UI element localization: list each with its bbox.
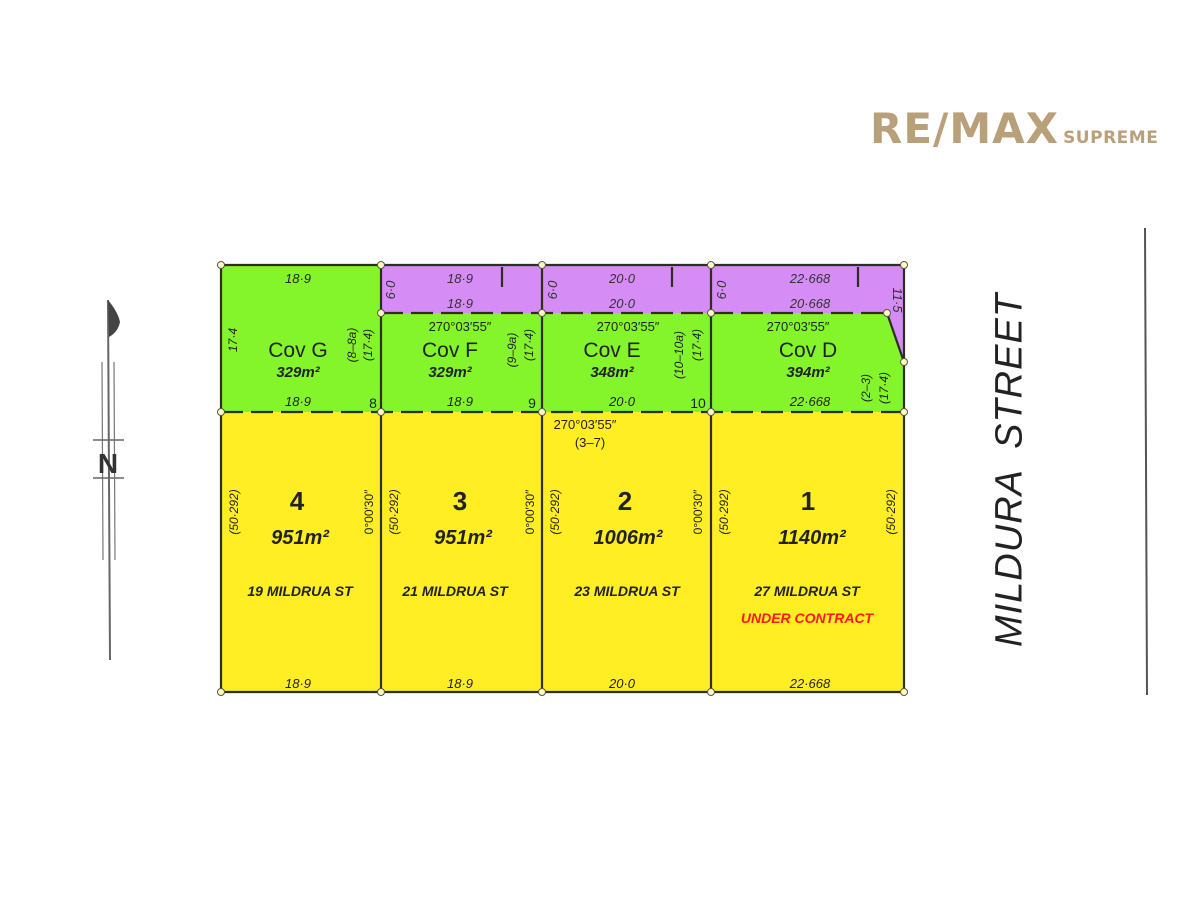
lot-2 xyxy=(542,412,711,692)
covenant-g-left: 17·4 xyxy=(226,328,240,352)
lot-3-bearing: 0°00′30″ xyxy=(523,489,537,534)
lot-4-address: 19 MILDRUA ST xyxy=(247,583,354,599)
covenant-e-area: 348m² xyxy=(590,364,634,381)
lot-3 xyxy=(381,412,542,692)
covenant-e-bottom: 20·0 xyxy=(608,394,636,409)
lot-1-address: 27 MILDRUA ST xyxy=(753,583,861,599)
covenant-g-bottom: 18·9 xyxy=(285,394,311,409)
lot-1-status-badge: UNDER CONTRACT xyxy=(741,610,875,626)
easement-f-bottom: 18·9 xyxy=(447,296,473,311)
easement-d-depth: 6·0 xyxy=(714,280,729,300)
lot-4 xyxy=(221,412,381,692)
lot-3-address: 21 MILDRUA ST xyxy=(401,583,509,599)
easement-d-bottom: 20·668 xyxy=(789,296,831,311)
covenant-d-bearing: 270°03′55″ xyxy=(767,319,830,334)
lot-3-area: 951m² xyxy=(434,527,493,549)
covenant-f-bottom: 18·9 xyxy=(447,394,473,409)
covenant-g-side: (17·4) xyxy=(361,329,375,361)
easement-d-top: 22·668 xyxy=(789,271,831,286)
covenant-g-name: Cov G xyxy=(268,339,328,362)
lot-4-number: 4 xyxy=(290,486,305,516)
easement-e-depth: 6·0 xyxy=(545,280,560,300)
covenant-e-side: (17·4) xyxy=(690,329,704,361)
corner-10: 10 xyxy=(690,395,706,411)
street-boundary-line xyxy=(1144,227,1148,696)
corner-9: 9 xyxy=(528,395,536,411)
brand-suffix: SUPREME xyxy=(1063,128,1159,148)
lot-3-frontage: 18·9 xyxy=(447,676,473,691)
lot-4-area: 951m² xyxy=(271,527,330,549)
lot-1-number: 1 xyxy=(801,486,815,516)
easement-e-bottom: 20·0 xyxy=(608,296,636,311)
lot-2-area: 1006m² xyxy=(594,527,664,549)
lot-2-address: 23 MILDRUA ST xyxy=(573,583,681,599)
lot-1-area: 1140m² xyxy=(778,527,847,549)
covenant-g-top: 18·9 xyxy=(285,271,311,286)
north-arrow-icon: N xyxy=(93,299,124,661)
north-label: N xyxy=(98,448,118,479)
covenant-e-bearing: 270°03′55″ xyxy=(597,319,660,334)
covenant-f-side: (17·4) xyxy=(522,329,536,361)
corner-8: 8 xyxy=(369,395,377,411)
easement-f-top: 18·9 xyxy=(447,271,473,286)
easement-f xyxy=(381,265,542,313)
covenant-e-ref: (10–10a) xyxy=(672,331,686,379)
covenant-e-name: Cov E xyxy=(583,339,640,362)
covenant-d-name: Cov D xyxy=(779,339,837,362)
lot-4-frontage: 18·9 xyxy=(285,676,311,691)
boundary-lines xyxy=(219,263,906,694)
lot-2-top-ref: (3–7) xyxy=(575,435,605,450)
covenant-e xyxy=(542,313,711,412)
covenant-f xyxy=(381,313,542,412)
covenant-d-area: 394m² xyxy=(786,364,830,381)
covenant-d-ref: (2–3) xyxy=(859,374,873,402)
lot-3-number: 3 xyxy=(453,486,467,516)
lot-1-frontage: 22·668 xyxy=(789,676,831,691)
covenant-g xyxy=(221,265,381,412)
easement-e xyxy=(542,265,711,313)
easement-d xyxy=(711,265,904,362)
lot-4-bearing: 0°00′30″ xyxy=(362,489,376,534)
lot-2-depth: (50·292) xyxy=(548,489,562,534)
lot-3-depth: (50·292) xyxy=(387,489,401,534)
covenant-g-ref: (8–8a) xyxy=(345,328,359,363)
covenant-f-name: Cov F xyxy=(422,339,478,362)
covenant-f-bearing: 270°03′55″ xyxy=(429,319,492,334)
covenant-d-bottom: 22·668 xyxy=(789,394,831,409)
brand-name: RE/MAX xyxy=(870,104,1060,153)
easement-d-side: 11·5 xyxy=(890,287,905,313)
lot-2-number: 2 xyxy=(618,486,632,516)
easement-f-depth: 6·0 xyxy=(383,280,398,300)
lot-1 xyxy=(711,412,904,692)
lot-1-depth: (50·292) xyxy=(717,489,731,534)
covenant-g-area: 329m² xyxy=(276,364,320,381)
lot-2-top-bearing: 270°03′55″ xyxy=(554,417,617,432)
lot-2-frontage: 20·0 xyxy=(608,676,636,691)
lot-4-depth: (50·292) xyxy=(227,489,241,534)
covenant-d-side: (17·4) xyxy=(877,372,891,404)
lot-2-bearing: 0°00′30″ xyxy=(691,489,705,534)
survey-markers xyxy=(217,261,908,696)
covenant-f-ref: (9–9a) xyxy=(505,333,519,368)
lot-1-right-depth: (50·292) xyxy=(884,489,898,534)
covenant-d xyxy=(711,313,904,412)
easement-e-top: 20·0 xyxy=(608,271,636,286)
brand-logo: RE/MAX SUPREME xyxy=(870,104,1158,153)
covenant-f-area: 329m² xyxy=(428,364,472,381)
